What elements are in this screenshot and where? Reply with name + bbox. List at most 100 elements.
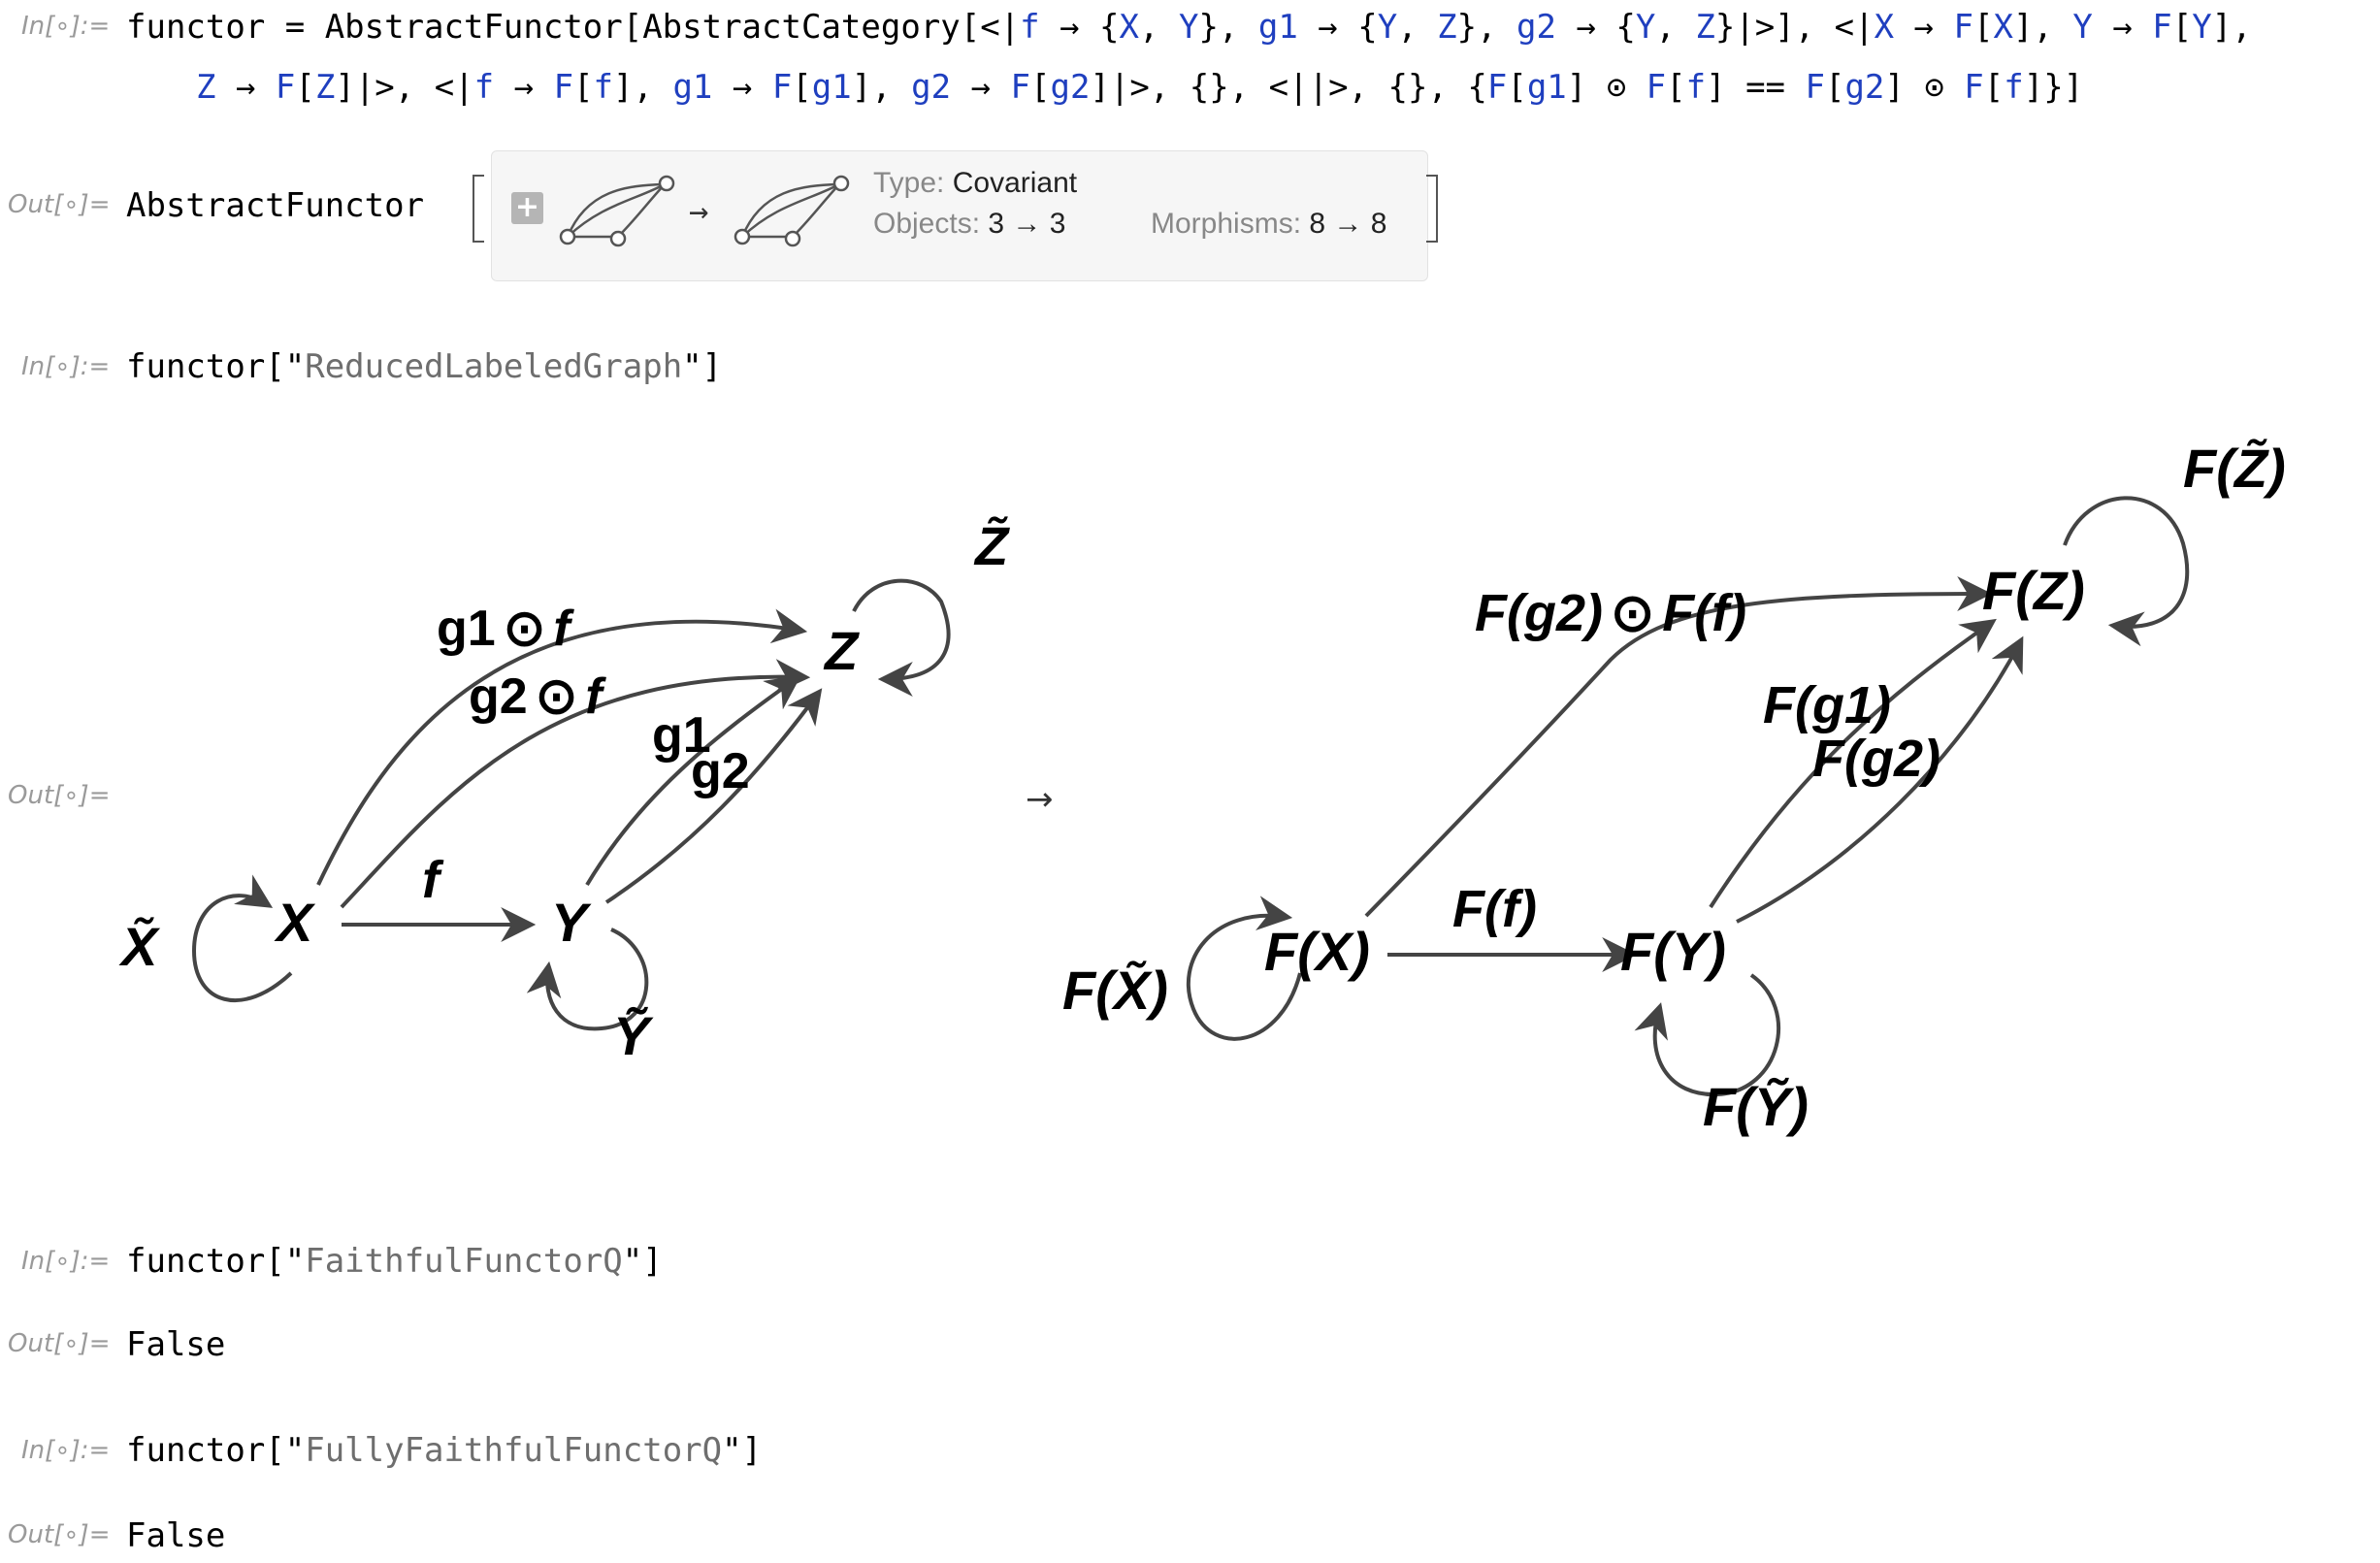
code-token: g1: [811, 68, 852, 107]
code-token: [: [792, 68, 812, 107]
code-token: → {: [1039, 8, 1120, 47]
code-token: → {: [1556, 8, 1636, 47]
summary-box: [491, 150, 1428, 281]
code-line[interactable]: functor["FullyFaithfulFunctorQ"]: [126, 1431, 762, 1470]
code-token: Y: [2192, 8, 2212, 47]
code-token: f: [2004, 68, 2024, 107]
edge-g1: [585, 674, 801, 887]
reduced-labeled-graph: X Y Z X̃ Ỹ Z̃ f g1⊙f g2⊙f g1 g2 → F(X) F…: [118, 438, 2286, 1137]
node-FX: F(X): [1264, 921, 1370, 982]
in-label: In[∘]:=: [21, 1436, 111, 1465]
edge-label-Ff: F(f): [1452, 880, 1537, 938]
code-token: functor[": [126, 1431, 306, 1470]
code-token: functor = AbstractFunctor[AbstractCatego…: [126, 8, 1021, 47]
loop-FX: [1187, 895, 1302, 1041]
code-token: "]: [682, 347, 723, 386]
summary-objects: Objects: 3 → 3: [873, 208, 1065, 241]
code-token: FaithfulFunctorQ: [305, 1242, 623, 1281]
node-Z: Z: [823, 620, 860, 681]
out-label: Out[∘]=: [8, 781, 111, 810]
loop-Z: [852, 578, 951, 697]
code-line[interactable]: Z → F[Z]|>, <|f → F[f], g1 → F[g1], g2 →…: [196, 68, 2083, 107]
code-token: Z: [1695, 8, 1715, 47]
summary-head: AbstractFunctor: [126, 186, 425, 225]
type-key: Type:: [873, 167, 945, 199]
edge-Fg2: [1736, 635, 2024, 924]
code-token: ReducedLabeledGraph: [305, 347, 683, 386]
code-token: functor[": [126, 347, 306, 386]
code-token: F: [275, 68, 296, 107]
code-token: Z: [1437, 8, 1457, 47]
code-token: functor[": [126, 1242, 306, 1281]
code-token: g1: [1526, 68, 1567, 107]
code-token: ]}]: [2023, 68, 2084, 107]
morphisms-value: 8 → 8: [1309, 208, 1387, 240]
code-token: g1: [672, 68, 713, 107]
code-token: ,: [1655, 8, 1696, 47]
code-token: f: [1020, 8, 1040, 47]
plus-icon[interactable]: +: [511, 192, 543, 224]
code-token: F: [1953, 8, 1973, 47]
code-token: FullyFaithfulFunctorQ: [305, 1431, 723, 1470]
code-token: ,: [1397, 8, 1438, 47]
code-token: F: [2152, 8, 2172, 47]
edge-label-g1: g1: [652, 707, 711, 764]
code-line[interactable]: functor["FaithfulFunctorQ"]: [126, 1242, 663, 1281]
morphisms-key: Morphisms:: [1151, 208, 1302, 240]
loop-label-FX: F(X̃): [1062, 960, 1168, 1021]
code-token: g1: [1257, 8, 1298, 47]
code-token: X: [1119, 8, 1139, 47]
code-token: Z: [314, 68, 336, 107]
loop-label-Z: Z̃: [973, 515, 1010, 576]
code-token: },: [1456, 8, 1517, 47]
code-token: X: [1993, 8, 2013, 47]
code-token: ] ==: [1706, 68, 1806, 107]
code-token: →: [712, 68, 772, 107]
out-label: Out[∘]=: [8, 190, 111, 219]
node-FZ: F(Z): [1982, 560, 2085, 621]
category-graph-icon: [559, 175, 675, 247]
code-token: "]: [722, 1431, 763, 1470]
code-token: ],: [613, 68, 673, 107]
bracket-left: [473, 175, 484, 243]
edge-label-g2: g2: [691, 743, 750, 799]
code-token: F: [771, 68, 793, 107]
node-Y: Y: [551, 892, 592, 953]
in-label: In[∘]:=: [21, 1247, 111, 1276]
loop-Y: [526, 928, 649, 1031]
code-line[interactable]: functor["ReducedLabeledGraph"]: [126, 347, 722, 386]
edge-label-Fcomp: F(g2)⊙F(f): [1475, 584, 1746, 642]
code-token: [: [1983, 68, 2005, 107]
loop-label-X: X̃: [118, 916, 161, 977]
loop-label-FZ: F(Z̃): [2183, 438, 2286, 499]
code-line[interactable]: functor = AbstractFunctor[AbstractCatego…: [126, 8, 2252, 47]
code-token: g2: [1050, 68, 1091, 107]
in-label: In[∘]:=: [21, 12, 111, 41]
code-token: "]: [622, 1242, 663, 1281]
edge-g1f: [316, 608, 808, 886]
edge-label-g2f: g2⊙f: [469, 668, 606, 725]
code-token: f: [473, 68, 495, 107]
code-token: F: [1486, 68, 1508, 107]
edge-label-Fg1: F(g1): [1763, 676, 1891, 734]
code-token: },: [1198, 8, 1258, 47]
code-token: →: [215, 68, 276, 107]
code-token: [: [1666, 68, 1686, 107]
code-token: [: [1972, 8, 1994, 47]
type-value: Covariant: [952, 167, 1078, 199]
code-token: ,: [1139, 8, 1179, 47]
code-token: →: [2092, 8, 2153, 47]
code-token: [: [295, 68, 315, 107]
code-token: Y: [1178, 8, 1199, 47]
code-token: [: [1030, 68, 1051, 107]
code-token: ]|>, <|: [335, 68, 474, 107]
edge-label-g1f: g1⊙f: [437, 601, 574, 657]
edge-g2f: [340, 659, 811, 909]
output-value: False: [126, 1325, 226, 1364]
loop-label-Y: Ỹ: [613, 1005, 654, 1066]
code-token: g2: [1516, 8, 1556, 47]
in-label: In[∘]:=: [21, 352, 111, 381]
objects-value: 3 → 3: [988, 208, 1066, 240]
code-token: ],: [2012, 8, 2073, 47]
loop-FZ: [2063, 496, 2190, 647]
